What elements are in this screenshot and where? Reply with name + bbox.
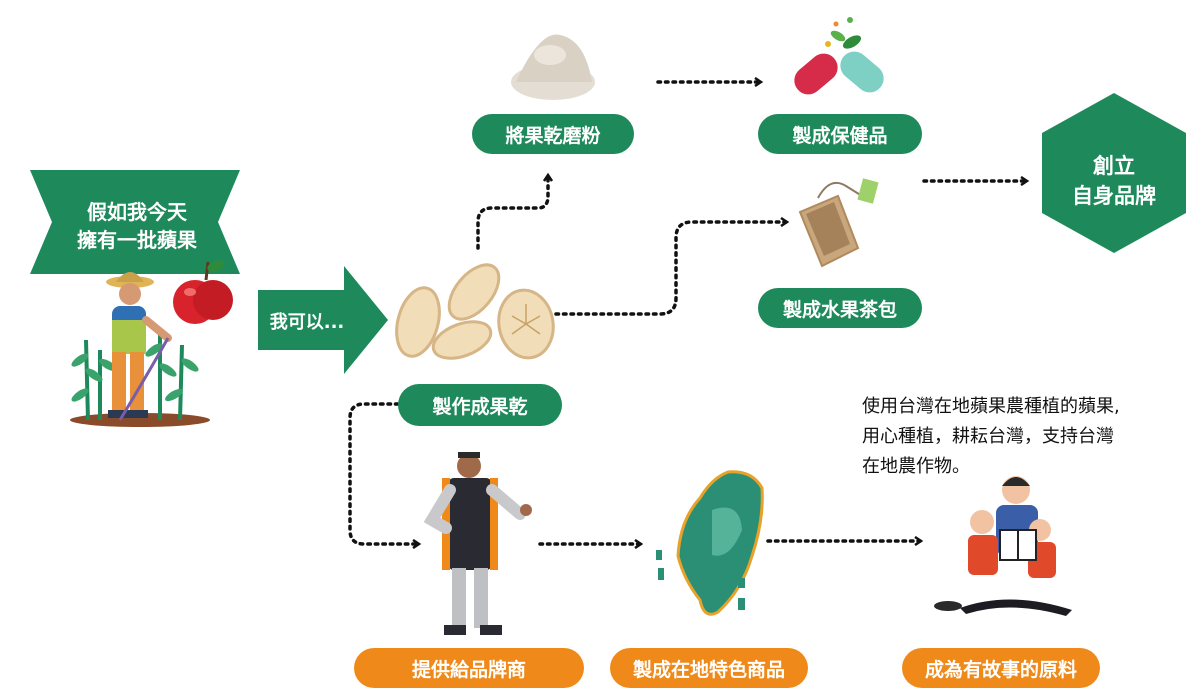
banner-line-2: 擁有一批蘋果: [77, 228, 197, 252]
banner-ribbon: [30, 170, 240, 274]
banner-line-1: 假如我今天: [87, 200, 187, 224]
node-local-product: 製成在地特色商品: [610, 648, 808, 688]
arrow-fruit-to-powder: [476, 176, 548, 250]
powder-pile: [511, 34, 595, 100]
big-arrow: [258, 266, 388, 374]
node-health-product: 製成保健品: [758, 114, 922, 154]
node-brand-supply: 提供給品牌商: [354, 648, 584, 688]
businessman-illustration: [423, 452, 532, 635]
arrow-dried-to-brandsupply: [348, 402, 418, 544]
tea-bag-illustration: [798, 178, 879, 268]
node-story-material: 成為有故事的原料: [902, 648, 1100, 688]
hexagon-line-2: 自身品牌: [1072, 184, 1156, 208]
apple-illustration: [173, 260, 233, 324]
brand-hexagon: [1042, 93, 1186, 253]
family-reading-illustration: [934, 476, 1072, 616]
note-line-3: 在地農作物。: [862, 456, 970, 477]
farmer-illustration: [70, 272, 210, 427]
dried-apple-slices: [395, 263, 555, 360]
node-dried-fruit: 製作成果乾: [398, 384, 562, 426]
capsule-illustration: [794, 17, 884, 95]
taiwan-map-illustration: [656, 470, 764, 616]
arrow-fruit-to-tea: [554, 222, 786, 316]
note-line-2: 用心種植，耕耘台灣，支持台灣: [862, 426, 1114, 447]
hexagon-line-1: 創立: [1093, 154, 1135, 178]
big-arrow-label: 我可以...: [269, 312, 345, 333]
node-tea-bag: 製成水果茶包: [758, 288, 922, 328]
node-powder: 將果乾磨粉: [472, 114, 634, 154]
note-line-1: 使用台灣在地蘋果農種植的蘋果,: [862, 396, 1120, 417]
